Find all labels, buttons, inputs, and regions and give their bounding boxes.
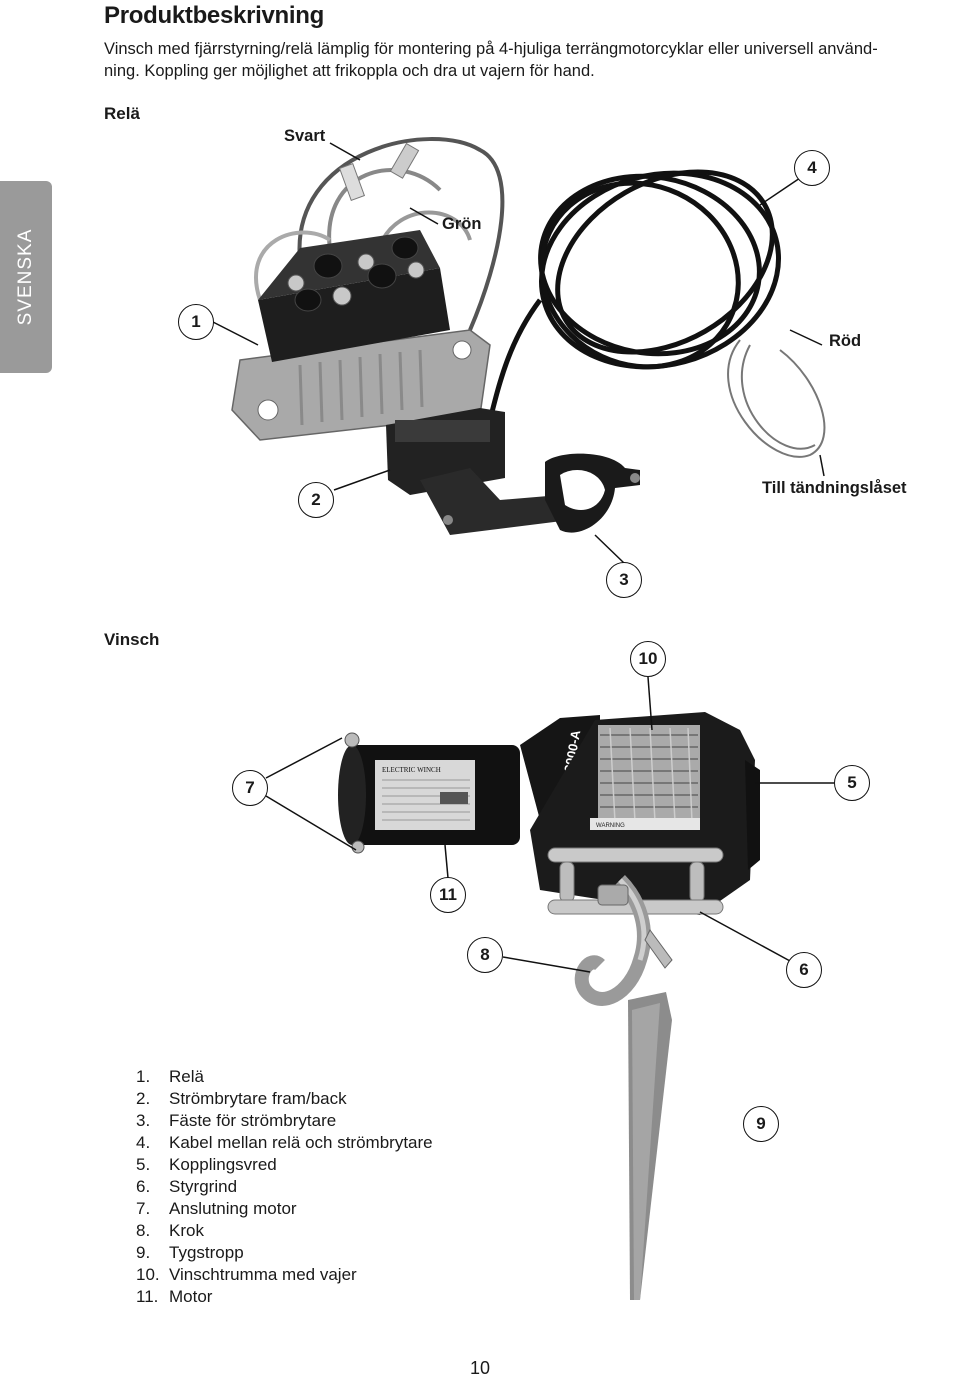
page-title: Produktbeskrivning bbox=[104, 2, 324, 29]
section-vinsch: Vinsch bbox=[104, 630, 160, 649]
parts-legend: 1.Relä 2.Strömbrytare fram/back 3.Fäste … bbox=[136, 1066, 433, 1308]
legend-item: 9.Tygstropp bbox=[136, 1243, 244, 1262]
legend-item: 5.Kopplingsvred bbox=[136, 1155, 277, 1174]
legend-item: 10.Vinschtrumma med vajer bbox=[136, 1265, 357, 1284]
language-tab-label: SVENSKA bbox=[15, 228, 36, 326]
intro-line: ning. Koppling ger möjlighet att frikopp… bbox=[104, 62, 595, 80]
callout-4: 4 bbox=[794, 150, 830, 186]
intro-paragraph: Vinsch med fjärrstyrning/relä lämplig fö… bbox=[104, 38, 954, 82]
legend-item: 6.Styrgrind bbox=[136, 1177, 238, 1196]
legend-item: 11.Motor bbox=[136, 1287, 213, 1306]
switch-photo bbox=[386, 408, 640, 535]
legend-item: 8.Krok bbox=[136, 1221, 204, 1240]
callout-9: 9 bbox=[743, 1106, 779, 1142]
legend-item: 4.Kabel mellan relä och strömbrytare bbox=[136, 1133, 433, 1152]
language-tab: SVENSKA bbox=[0, 181, 52, 373]
winch-warning-print: WARNING bbox=[596, 823, 625, 829]
callout-7: 7 bbox=[232, 770, 268, 806]
callout-5: 5 bbox=[834, 765, 870, 801]
callout-1: 1 bbox=[178, 304, 214, 340]
leader-lines bbox=[212, 142, 834, 973]
intro-line: Vinsch med fjärrstyrning/relä lämplig fö… bbox=[104, 40, 878, 58]
label-tandningslaset: Till tändningslåset bbox=[762, 479, 907, 497]
callout-11: 11 bbox=[430, 877, 466, 913]
winch-photo: ELECTRIC WINCH LD3000-A WARNING bbox=[338, 712, 760, 915]
winch-plate-title: ELECTRIC WINCH bbox=[382, 766, 441, 774]
page-number: 10 bbox=[469, 1358, 491, 1378]
callout-3: 3 bbox=[606, 562, 642, 598]
relay-photo bbox=[231, 137, 505, 441]
label-gron: Grön bbox=[442, 215, 482, 233]
legend-item: 2.Strömbrytare fram/back bbox=[136, 1089, 347, 1108]
section-rela: Relä bbox=[104, 104, 140, 123]
callout-2: 2 bbox=[298, 482, 334, 518]
legend-item: 3.Fäste för strömbrytare bbox=[136, 1111, 337, 1130]
callout-6: 6 bbox=[786, 952, 822, 988]
label-svart: Svart bbox=[284, 127, 326, 145]
label-rod: Röd bbox=[829, 332, 862, 350]
cable-coil-photo bbox=[487, 169, 781, 421]
callout-10: 10 bbox=[630, 641, 666, 677]
legend-item: 7.Anslutning motor bbox=[136, 1199, 297, 1218]
callout-8: 8 bbox=[467, 937, 503, 973]
legend-item: 1.Relä bbox=[136, 1067, 204, 1086]
